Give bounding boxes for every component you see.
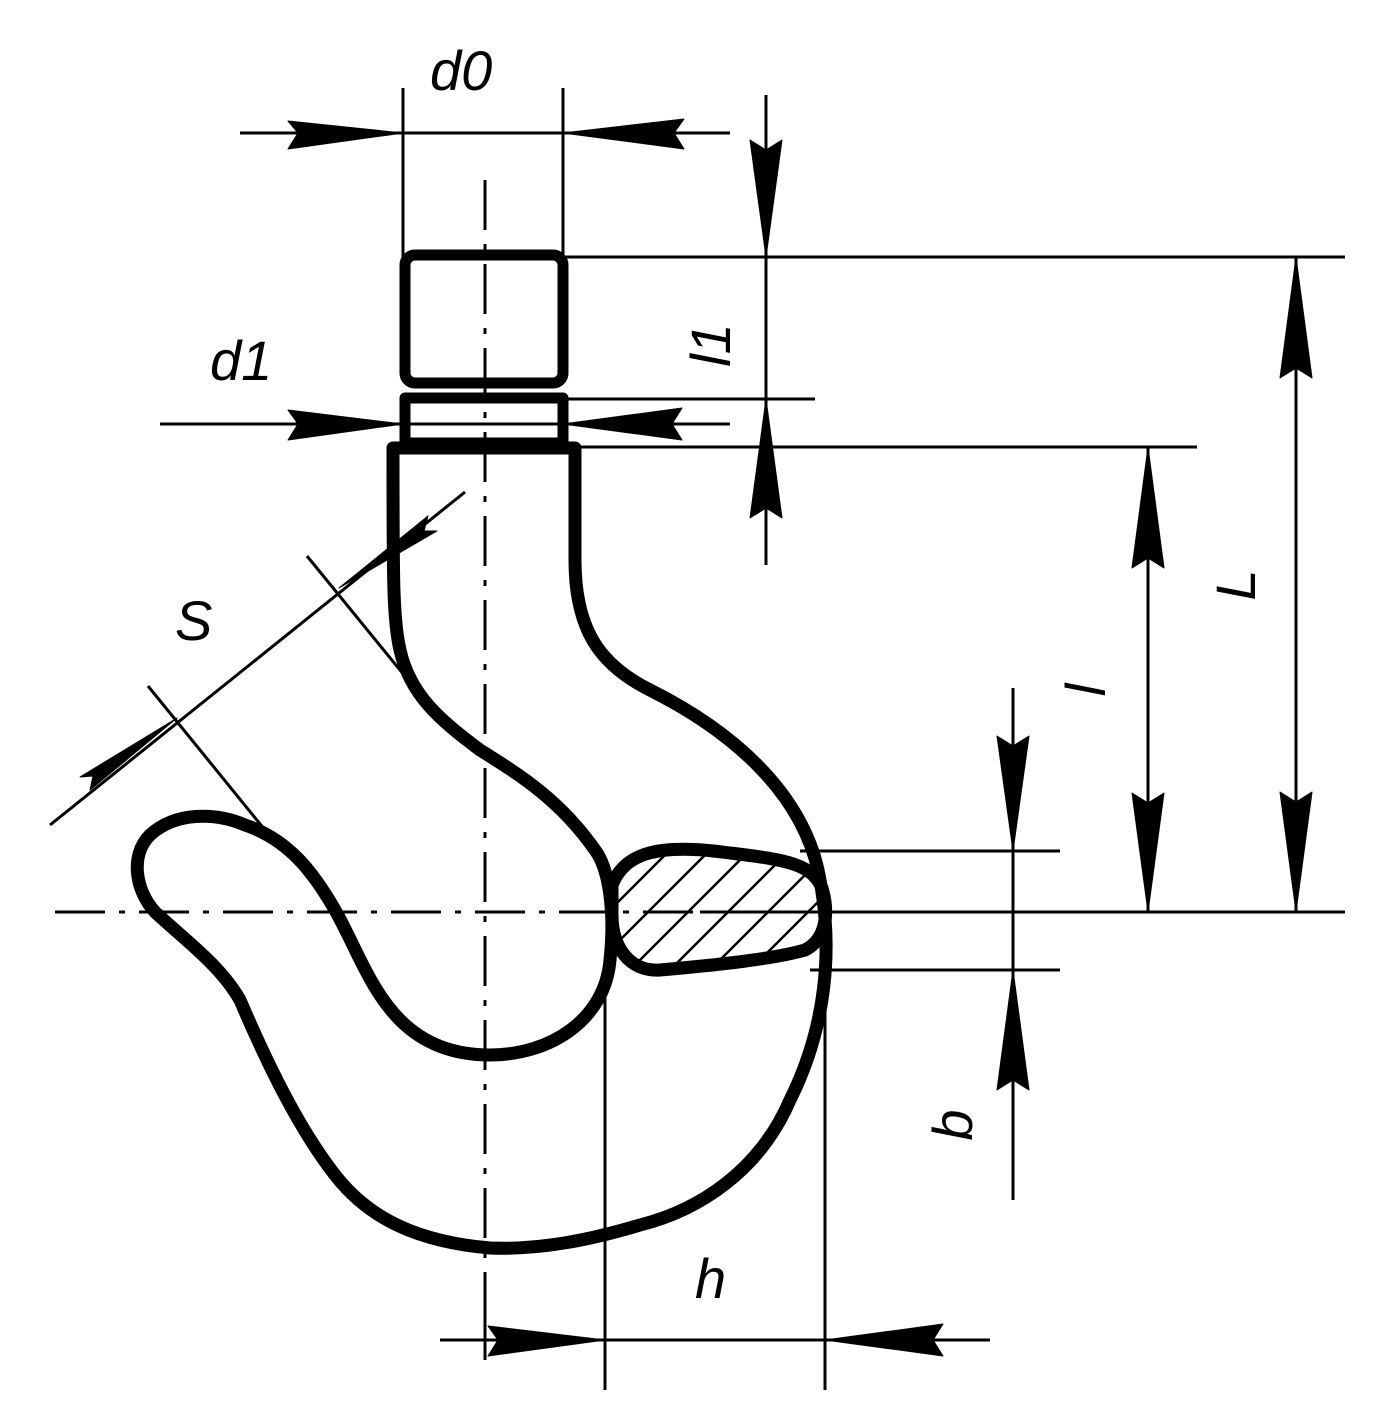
dimension-S: S: [49, 490, 466, 827]
label-L: L: [1204, 569, 1267, 600]
dimension-d1: d1: [160, 329, 730, 441]
section-hatching: [612, 849, 826, 971]
label-b: b: [921, 1109, 984, 1140]
hook-body: [130, 249, 833, 1255]
dimension-L: L: [1204, 256, 1313, 913]
threaded-shank: [399, 249, 569, 389]
dimension-d0: d0: [240, 39, 730, 150]
dimension-h: h: [440, 1247, 990, 1357]
label-d1: d1: [210, 329, 272, 392]
label-l1: l1: [679, 323, 742, 367]
label-d0: d0: [430, 39, 492, 102]
label-l: l: [1054, 682, 1117, 696]
dimension-l1: l1: [679, 95, 783, 565]
hook-outer-contour: [130, 441, 833, 1255]
dimension-l: l: [1054, 446, 1165, 913]
label-S: S: [175, 589, 212, 652]
label-h: h: [695, 1247, 726, 1310]
extension-lines: [146, 88, 1345, 1390]
section-contour: [605, 842, 833, 977]
dimension-b: b: [921, 688, 1030, 1200]
